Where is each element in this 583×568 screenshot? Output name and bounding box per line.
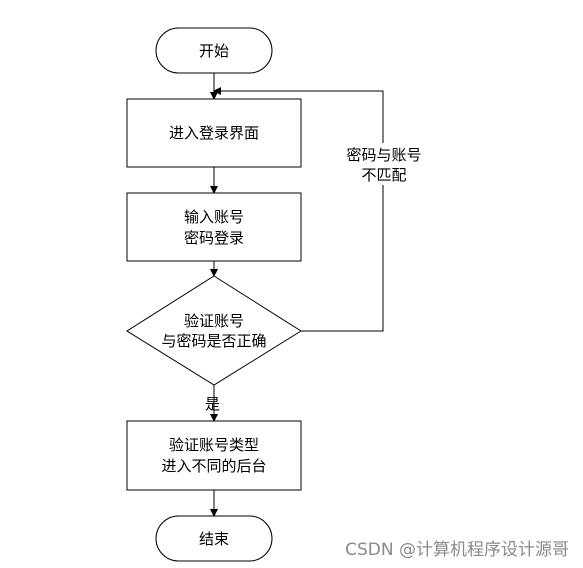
login-page-label: 进入登录界面 [169,124,259,142]
yes-label: 是 [205,395,220,413]
type-check-label-line1: 验证账号类型 [169,436,259,454]
input-node: 输入账号 密码登录 [126,192,302,262]
watermark: CSDN @计算机程序设计源哥 [345,540,569,560]
login-page-node: 进入登录界面 [126,98,302,168]
edge-mismatch-loop [213,87,384,332]
end-label: 结束 [199,530,229,548]
mismatch-label-line1: 密码与账号 [346,146,421,164]
type-check-node: 验证账号类型 进入不同的后台 [126,420,302,491]
verify-decision-node: 验证账号 与密码是否正确 [126,275,302,386]
input-label-line1: 输入账号 [184,208,244,226]
verify-label-line2: 与密码是否正确 [161,332,266,350]
start-label: 开始 [199,42,229,60]
verify-label-line1: 验证账号 [184,312,244,330]
end-node: 结束 [155,515,273,562]
input-label-line2: 密码登录 [184,229,244,247]
type-check-label-line2: 进入不同的后台 [161,457,266,475]
mismatch-label-line2: 不匹配 [361,166,406,184]
start-node: 开始 [155,27,273,74]
